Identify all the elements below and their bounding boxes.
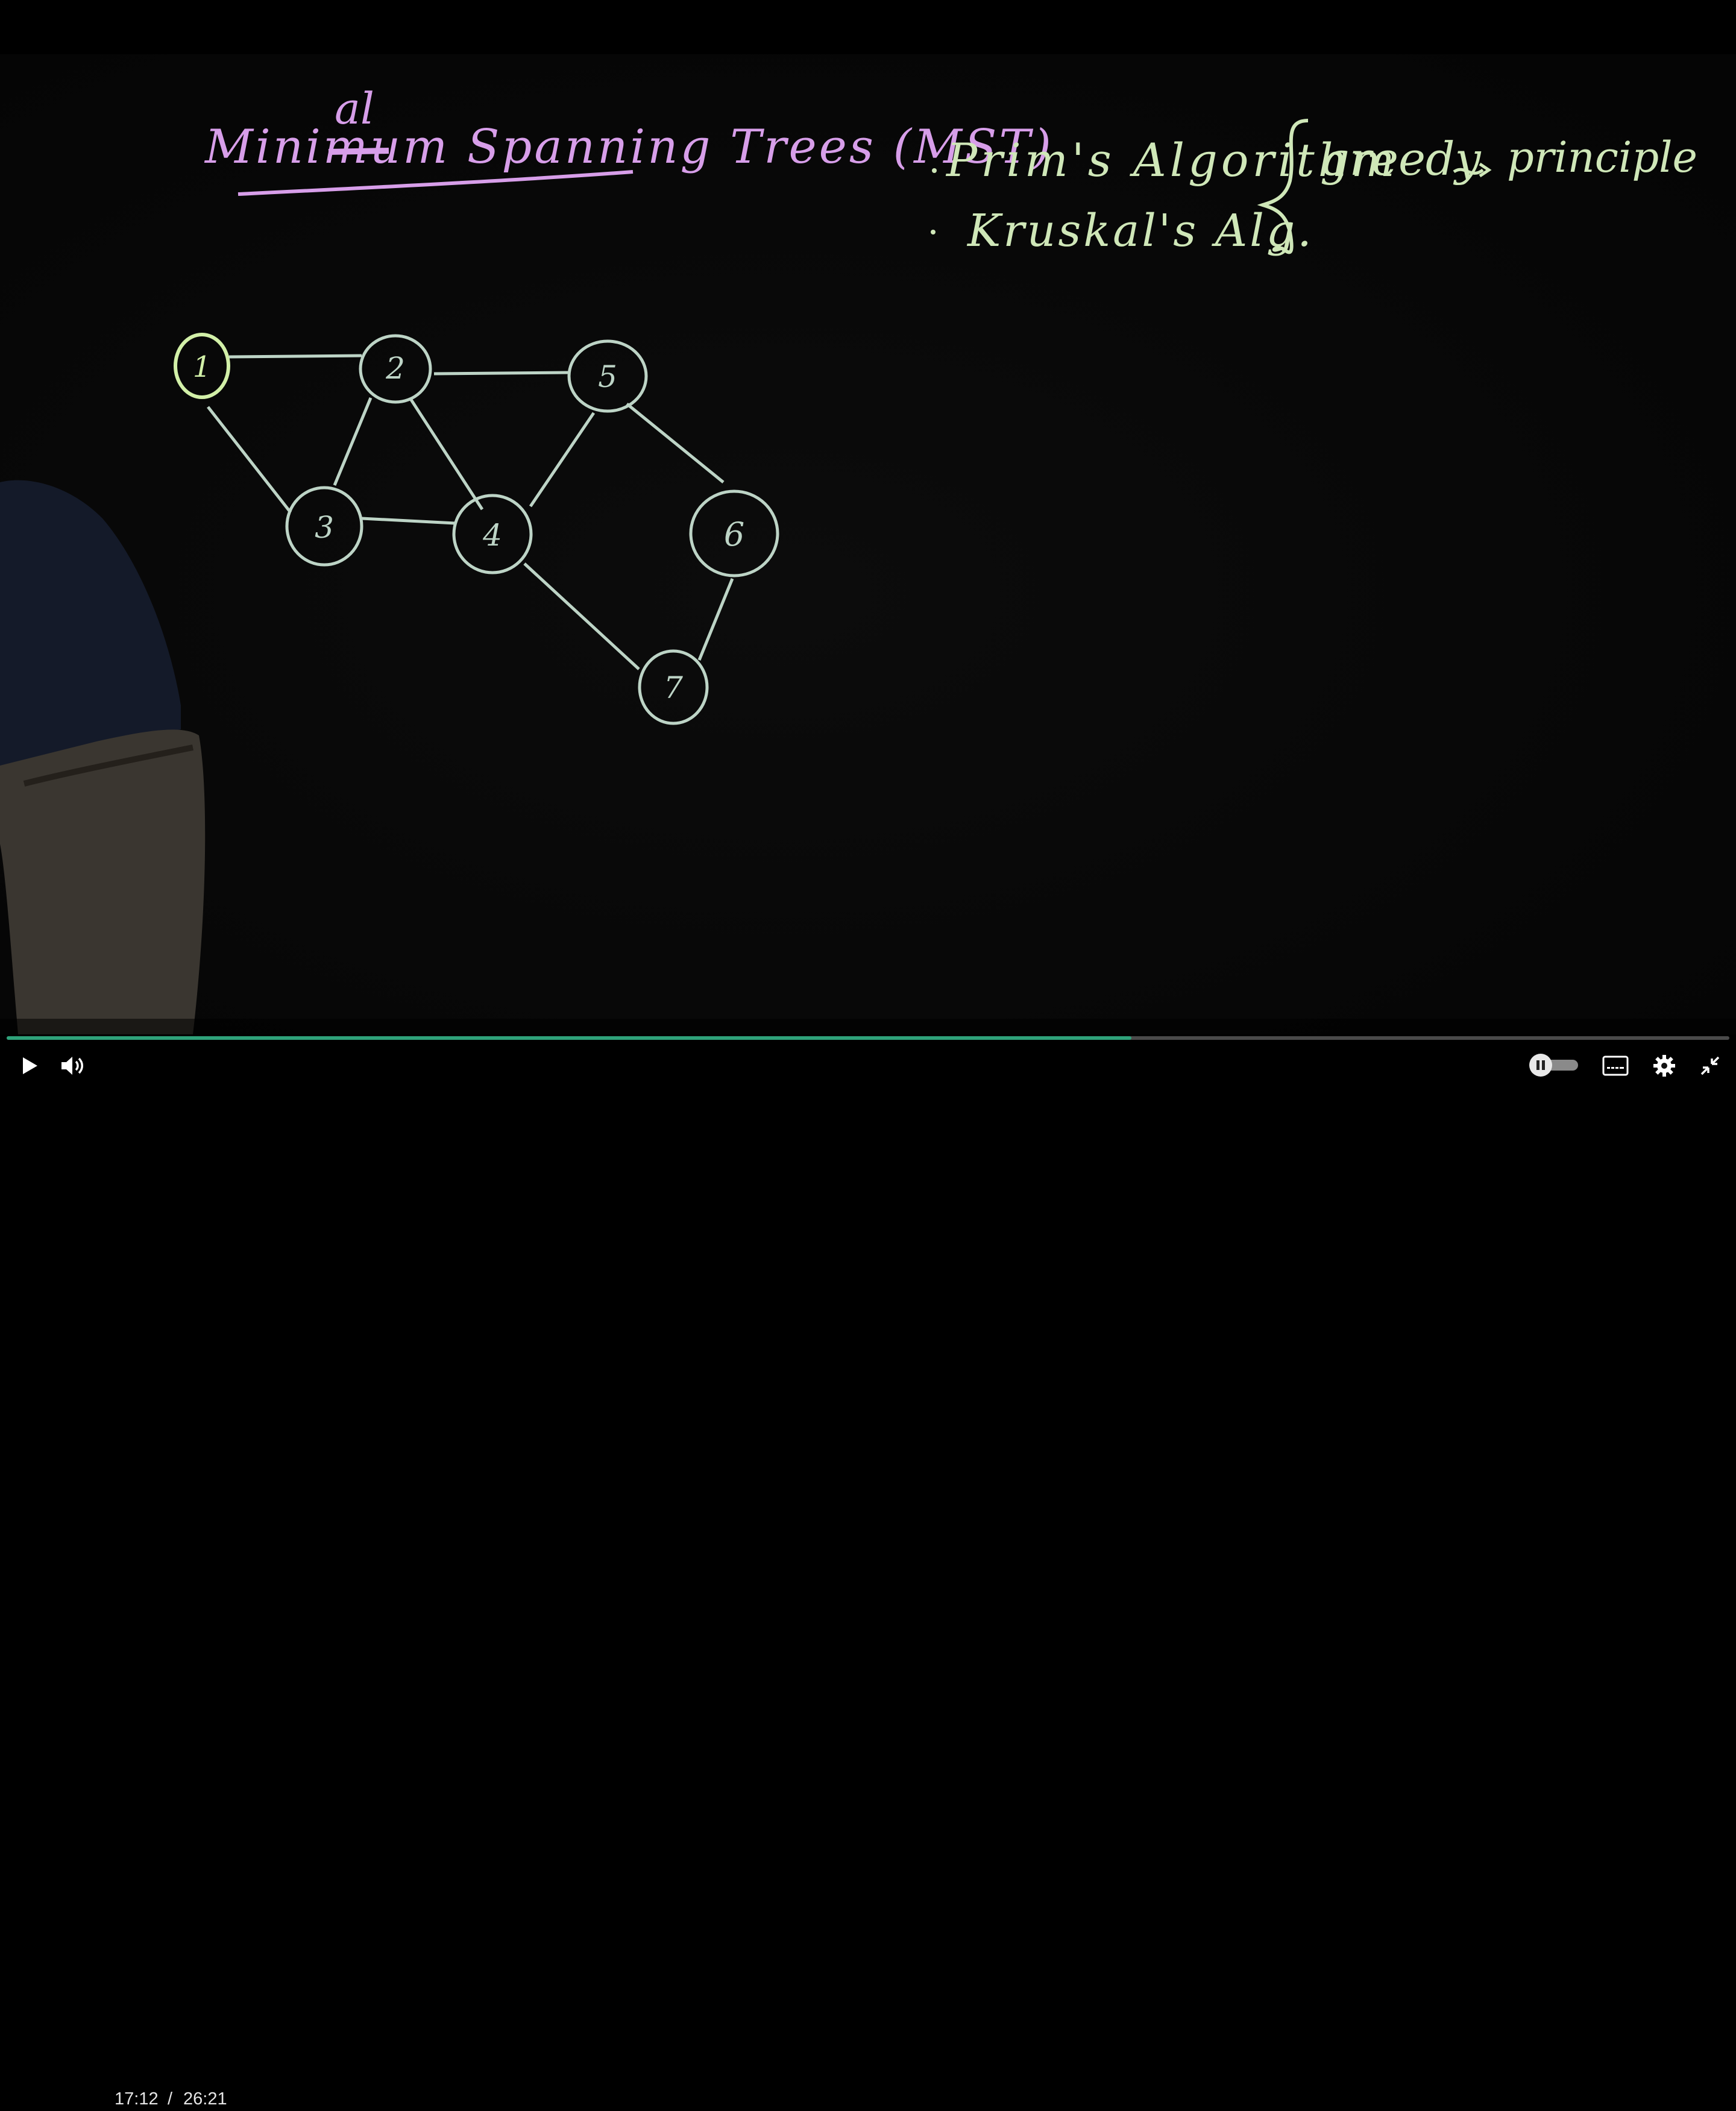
title-strikethrough [328,148,389,155]
bullet-dot [931,230,936,234]
volume-button[interactable] [54,1050,90,1084]
bullet-kruskal: Kruskal's Alg. [966,205,1314,257]
exit-fullscreen-icon [1699,1055,1721,1080]
seek-bar-played [7,1036,1132,1040]
arrow-head [1479,162,1492,178]
controls-shade [0,1019,1736,1085]
graph-edge [433,371,570,376]
volume-icon [59,1054,86,1081]
graph-edge [523,562,640,670]
gear-icon [1652,1054,1676,1081]
pause-toggle-icon [1526,1051,1582,1082]
presenter [0,480,206,1034]
title-text: Minimum Spanning Trees (MST) [204,120,1054,174]
play-button[interactable] [12,1050,46,1084]
time-separator: / [168,2089,173,2109]
node-label: 7 [664,670,683,705]
node-label: 6 [724,515,744,553]
graph-edge [228,354,362,359]
graph-node: 2 [359,334,432,404]
play-icon [18,1055,40,1080]
bullet-prim: Prim's Algorithm [945,133,1398,187]
autoplay-toggle[interactable] [1526,1052,1582,1080]
graph-edge [408,397,484,511]
settings-button[interactable] [1647,1051,1682,1083]
graph-node: 7 [638,649,709,725]
bullet-dot [932,168,937,173]
greedy-label: greedy [1320,132,1482,186]
graph-edge [207,406,292,514]
letterbox-top [0,0,1736,54]
node-label: 1 [193,350,212,384]
node-label: 3 [315,510,334,545]
captions-button[interactable] [1597,1052,1634,1081]
blackboard [0,54,1736,1034]
graph-edge [529,412,596,508]
node-label: 5 [598,359,617,394]
lecture-video-frame[interactable]: Minimum Spanning Trees (MST) al Prim's A… [0,0,1736,1085]
squiggle-arrow [1453,168,1484,175]
graph-diagram [207,354,734,670]
exit-fullscreen-button[interactable] [1694,1051,1726,1083]
graph-edge [626,403,725,483]
title-underline [237,170,634,196]
player-controls: 17:12 / 26:21 [0,1034,1736,2109]
seek-bar[interactable] [7,1036,1729,1040]
current-time: 17:12 [115,2089,159,2109]
captions-icon [1602,1056,1629,1079]
principle-label: principle [1507,133,1697,182]
graph-node: 4 [452,494,533,574]
board-title: Minimum Spanning Trees (MST) al [204,83,1054,196]
graph-edge [361,517,456,525]
graph-node: 1 [174,333,230,399]
graph-edge [333,397,373,486]
algorithms-notes: Prim's Algorithm Kruskal's Alg. greedy p… [931,119,1697,257]
graph-nodes: 1 2 5 3 4 6 7 [174,333,779,725]
node-label: 2 [385,351,405,386]
title-correction: al [335,83,374,134]
node-label: 4 [482,518,502,553]
graph-edge [697,578,734,661]
graph-node: 3 [285,486,363,567]
duration: 26:21 [183,2089,227,2109]
graph-node: 6 [689,489,779,577]
curly-brace [1257,119,1309,254]
graph-node: 5 [567,339,648,413]
